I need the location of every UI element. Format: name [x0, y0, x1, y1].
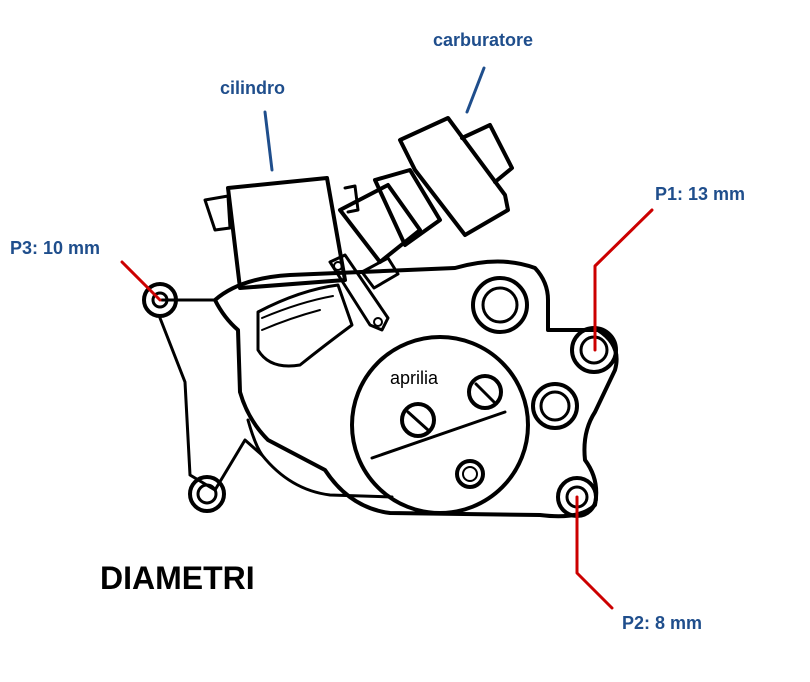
cover-plate: [350, 335, 530, 515]
cylinder-flange: [203, 184, 360, 232]
diagram-title: DIAMETRI: [100, 560, 255, 596]
screw-bottom-inner: [462, 466, 478, 482]
left-bracket-inner: [246, 418, 264, 457]
adjuster-nut: [360, 256, 400, 290]
cylinder-port: [256, 283, 354, 368]
leader-p3: [120, 260, 162, 302]
label-p3: P3: 10 mm: [10, 238, 101, 258]
label-p1: P1: 13 mm: [655, 184, 746, 204]
lug-side-outer: [531, 382, 579, 430]
brand-label: aprilia: [390, 368, 439, 388]
screw-bottom: [455, 459, 485, 489]
lug-bottom-left-inner: [196, 483, 218, 505]
label-cilindro: cilindro: [220, 78, 286, 98]
lug-bottom-left-outer: [188, 475, 226, 513]
leader-carburatore: [465, 66, 486, 114]
label-p2: P2: 8 mm: [622, 613, 703, 633]
label-carburatore: carburatore: [433, 30, 534, 50]
leader-p2: [575, 495, 614, 610]
leader-p1: [593, 208, 654, 352]
adjuster-bracket: [328, 253, 390, 332]
carb-body: [398, 116, 510, 237]
housing-outline: [213, 259, 619, 519]
cylinder-block: [226, 176, 347, 290]
adjuster-hole-b: [373, 317, 383, 327]
carb-clamp: [373, 168, 442, 247]
top-boss-outer: [471, 276, 529, 334]
adjuster-hole-a: [333, 261, 343, 271]
screw-left-slot: [406, 410, 430, 432]
screw-right-slot: [474, 382, 496, 404]
screw-left: [400, 402, 436, 438]
lug-p3-outer: [142, 282, 178, 318]
screw-right: [467, 374, 503, 410]
cover-line: [370, 410, 507, 460]
leader-cilindro: [263, 110, 274, 172]
cylinder-port-shade: [261, 295, 334, 331]
top-boss-inner: [481, 286, 519, 324]
carb-stub: [338, 183, 422, 264]
lug-side-inner: [539, 390, 571, 422]
carb-top: [460, 123, 514, 184]
lug-p3-inner: [151, 291, 169, 309]
